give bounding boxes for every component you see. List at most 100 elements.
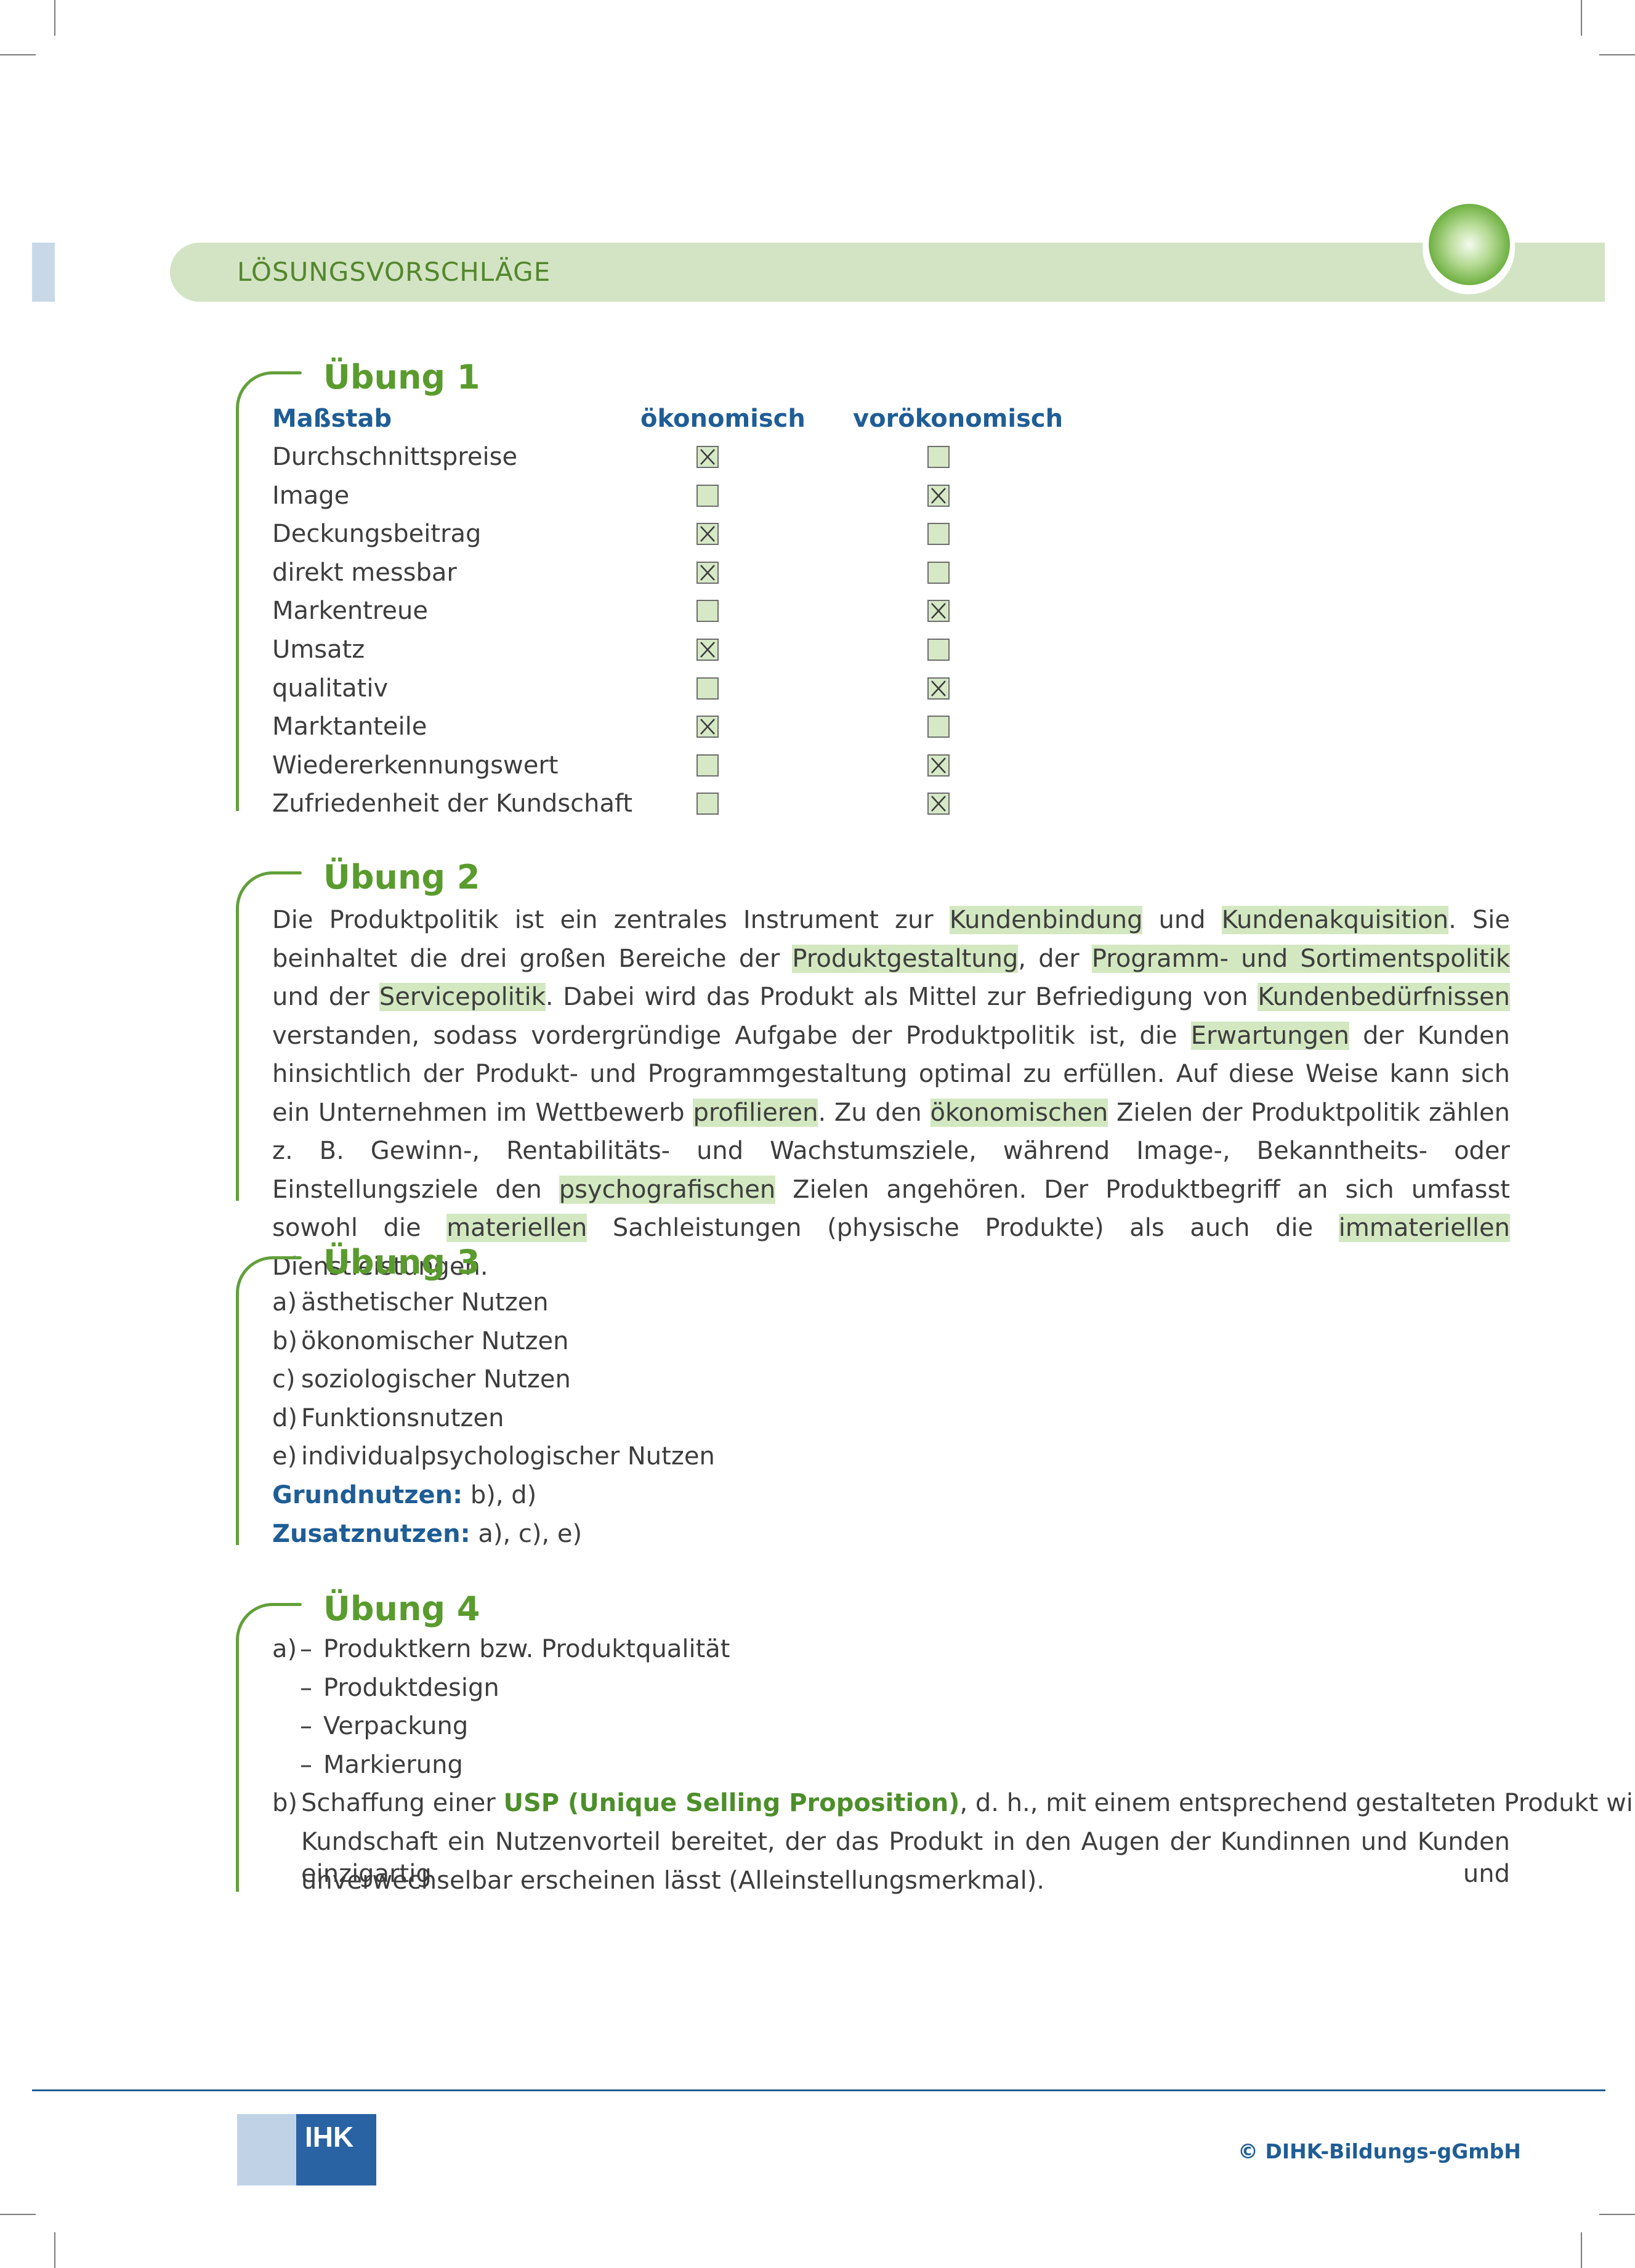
- usp-line-3: unverwechselbar erscheinen lässt (Allein…: [301, 1866, 1045, 1895]
- section-bracket: [271, 871, 302, 874]
- item-letter: e): [272, 1442, 297, 1471]
- preeconomic-checkbox[interactable]: [927, 484, 950, 507]
- economic-checkbox[interactable]: [696, 716, 719, 738]
- preeconomic-checkbox[interactable]: [927, 677, 950, 700]
- item-letter: b): [272, 1789, 297, 1817]
- section-bracket: [236, 906, 239, 1201]
- section-title: Übung 1: [323, 358, 480, 397]
- basic-benefit-label: Grundnutzen:: [272, 1481, 463, 1509]
- section-title: Übung 4: [323, 1589, 480, 1628]
- paragraph-text: . Sie beinhaltet die drei großen Bereich…: [272, 906, 1511, 973]
- economic-checkbox[interactable]: [696, 793, 719, 815]
- section-bracket: [236, 1638, 239, 1892]
- benefit-item: ökonomischer Nutzen: [301, 1326, 569, 1355]
- item-letter: c): [272, 1365, 296, 1394]
- highlighted-term: materiellen: [446, 1214, 587, 1242]
- measure-label: Umsatz: [272, 636, 365, 664]
- section-bracket: [271, 1603, 302, 1606]
- component-item: Markierung: [323, 1750, 463, 1779]
- paragraph-text: Zielen angehören. Der Produktbegriff an …: [272, 1175, 1510, 1243]
- benefit-item: soziologischer Nutzen: [301, 1365, 571, 1394]
- item-letter: b): [272, 1326, 297, 1355]
- paragraph-text: Die Produktpolitik ist ein zentrales Ins…: [272, 906, 950, 934]
- paragraph-text: verstanden, sodass vordergründige Aufgab…: [272, 1021, 1191, 1050]
- header-band: [170, 243, 1605, 302]
- measure-label: Zufriedenheit der Kundschaft: [272, 789, 633, 818]
- crop-mark: [1581, 2232, 1582, 2268]
- measure-label: direkt messbar: [272, 558, 457, 587]
- section-bracket: [236, 406, 239, 811]
- economic-checkbox[interactable]: [696, 446, 719, 468]
- side-tab-marker: [32, 243, 55, 302]
- product-policy-paragraph: Die Produktpolitik ist ein zentrales Ins…: [272, 901, 1511, 1286]
- preeconomic-checkbox[interactable]: [927, 793, 950, 815]
- column-header-measure: Maßstab: [272, 405, 392, 433]
- usp-line-1: Schaffung einer USP (Unique Selling Prop…: [301, 1787, 1635, 1819]
- measure-label: Wiedererkennungswert: [272, 751, 559, 780]
- component-item: Produktkern bzw. Produktqualität: [323, 1635, 730, 1663]
- measure-label: Durchschnittspreise: [272, 443, 518, 471]
- paragraph-text: , der: [1018, 944, 1092, 973]
- section-title: Übung 3: [323, 1243, 480, 1281]
- highlighted-term: Kundenbedürfnissen: [1258, 983, 1511, 1011]
- economic-checkbox[interactable]: [696, 484, 719, 507]
- column-header-preeconomic: vorökonomisch: [853, 405, 1064, 433]
- economic-checkbox[interactable]: [696, 639, 719, 661]
- section-bracket: [271, 371, 302, 374]
- paragraph-text: der Kunden hinsichtlich der Produkt- und…: [272, 1021, 1511, 1127]
- section-bracket: [236, 1291, 239, 1545]
- preeconomic-checkbox[interactable]: [927, 523, 950, 546]
- preeconomic-checkbox[interactable]: [927, 639, 950, 661]
- paragraph-text: . Zu den: [818, 1098, 931, 1127]
- page-title: LÖSUNGSVORSCHLÄGE: [237, 257, 551, 287]
- benefit-item: Funktionsnutzen: [301, 1403, 504, 1432]
- copyright-notice: © DIHK-Bildungs-gGmbH: [1238, 2139, 1521, 2163]
- basic-benefit-value: b), d): [462, 1481, 537, 1509]
- economic-checkbox[interactable]: [696, 677, 719, 700]
- section-title: Übung 2: [323, 858, 480, 897]
- usp-term: USP (Unique Selling Proposition): [503, 1789, 960, 1817]
- crop-mark: [0, 54, 36, 55]
- crop-mark: [1599, 2214, 1635, 2215]
- component-item: Verpackung: [323, 1712, 469, 1741]
- crop-mark: [1599, 54, 1635, 55]
- crop-mark: [1581, 0, 1582, 36]
- item-letter: a): [272, 1288, 297, 1317]
- economic-checkbox[interactable]: [696, 523, 719, 546]
- crop-mark: [54, 0, 55, 36]
- preeconomic-checkbox[interactable]: [927, 446, 950, 468]
- preeconomic-checkbox[interactable]: [927, 600, 950, 623]
- item-letter: d): [272, 1403, 297, 1432]
- dash-bullet: –: [300, 1750, 312, 1779]
- column-header-economic: ökonomisch: [640, 405, 805, 433]
- dash-bullet: –: [300, 1635, 312, 1663]
- paragraph-text: Sachleistungen (physische Produkte) als …: [587, 1214, 1339, 1242]
- paragraph-text: und: [1142, 906, 1222, 934]
- crop-mark: [0, 2214, 36, 2215]
- paragraph-text: und der: [272, 983, 379, 1011]
- ihk-logo: [296, 2114, 376, 2185]
- paragraph-text: . Dabei wird das Produkt als Mittel zur …: [545, 983, 1258, 1011]
- highlighted-term: profilieren: [693, 1098, 818, 1127]
- preeconomic-checkbox[interactable]: [927, 716, 950, 738]
- additional-benefit-label: Zusatznutzen:: [272, 1520, 470, 1548]
- measure-label: Marktanteile: [272, 712, 427, 741]
- economic-checkbox[interactable]: [696, 561, 719, 584]
- additional-benefit-line: Zusatznutzen: a), c), e): [272, 1518, 582, 1550]
- highlighted-term: Kundenbindung: [949, 906, 1143, 934]
- measure-label: Deckungsbeitrag: [272, 520, 482, 549]
- ihk-logo-text: IHK: [305, 2121, 354, 2153]
- section-bracket: [271, 1256, 302, 1259]
- economic-checkbox[interactable]: [696, 754, 719, 777]
- paragraph-text: Dienstleistungen.: [272, 1252, 488, 1281]
- preeconomic-checkbox[interactable]: [927, 561, 950, 584]
- highlighted-term: Produktgestaltung: [792, 944, 1019, 973]
- highlighted-term: Erwartungen: [1190, 1021, 1349, 1050]
- highlighted-term: Kundenakquisition: [1221, 906, 1449, 934]
- crop-mark: [54, 2232, 55, 2268]
- economic-checkbox[interactable]: [696, 600, 719, 623]
- preeconomic-checkbox[interactable]: [927, 754, 950, 777]
- paragraph-text: Zielen der Produktpo­litik zählen z. B. …: [272, 1098, 1510, 1204]
- highlighted-term: ökonomischen: [930, 1098, 1108, 1127]
- dash-bullet: –: [300, 1712, 312, 1741]
